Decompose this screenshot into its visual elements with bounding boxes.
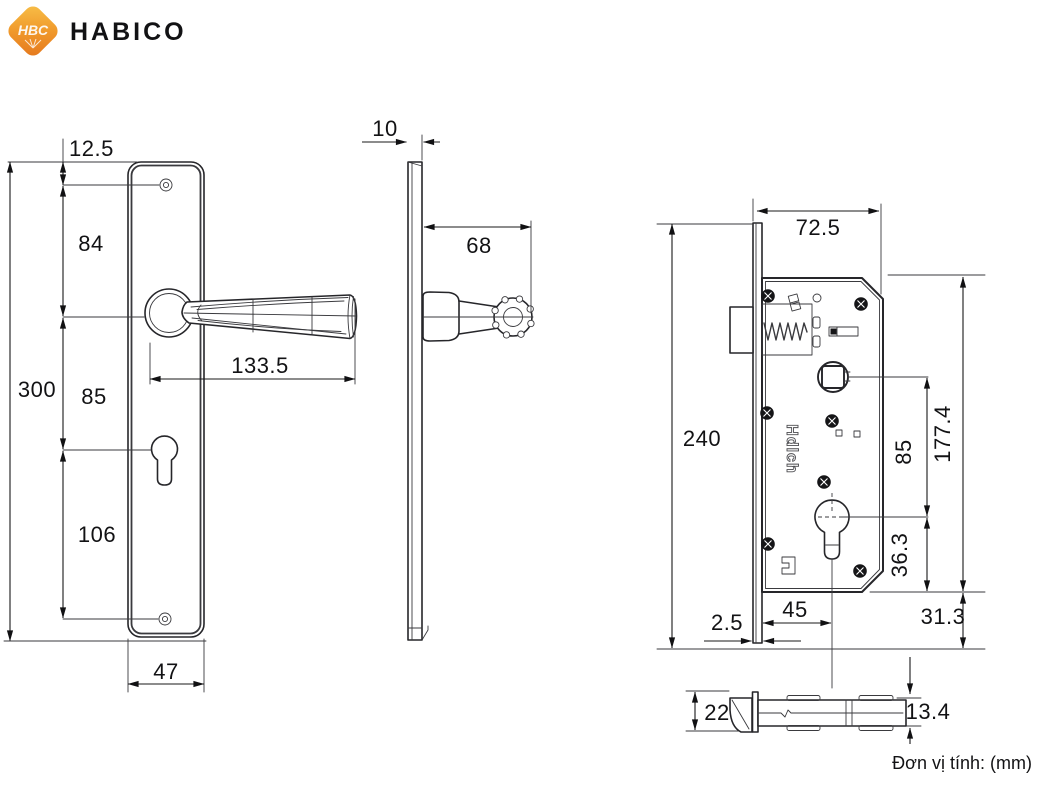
screw-icon: [854, 297, 868, 311]
case-screws: [760, 289, 868, 578]
logo-rays: [24, 38, 42, 49]
side-view: 10 68: [362, 116, 535, 641]
logo-monogram: HBC: [18, 22, 49, 38]
front-view: 12.5 84 300 85 106 133.5 47: [3, 136, 358, 693]
latch-detail-view: 22: [685, 690, 907, 733]
lock-brand-mark: Hdlch: [783, 424, 800, 473]
latch-flange: [751, 691, 759, 733]
case-internal-parts: [781, 293, 861, 575]
screw-icon: [817, 475, 831, 489]
dim-plate-height: 300: [18, 377, 56, 402]
dim-plate-width: 47: [153, 659, 178, 684]
handle-lever-front: [144, 288, 358, 340]
dim-follower-to-cylinder: 85: [891, 439, 916, 464]
brand-logo-icon: HBC: [8, 6, 58, 56]
side-view-dimensions: 10 68: [362, 116, 532, 314]
plate-inner-edge: [130, 164, 202, 635]
knob-knurl: [491, 295, 535, 339]
screw-icon: [760, 406, 774, 420]
screw-icon: [761, 537, 775, 551]
lock-case-outline: [761, 277, 884, 593]
dim-body-height: 177.4: [930, 405, 955, 463]
brand-name: HABICO: [70, 18, 187, 46]
handle-knob-side: [422, 291, 535, 342]
latch-housing: [761, 303, 813, 356]
lock-view: Hdlch 240 72.5 85: [656, 198, 986, 744]
dim-top-offset: 12.5: [69, 136, 114, 161]
plate-side-outline: [407, 161, 423, 641]
cylinder-hole: [814, 493, 850, 689]
dim-bottom-offset: 31.3: [921, 604, 966, 629]
screw-icon: [853, 564, 867, 578]
front-view-dimensions: 12.5 84 300 85 106 133.5 47: [3, 136, 356, 693]
dim-screw-to-handle: 84: [78, 231, 103, 256]
plate-outline: [127, 161, 205, 638]
dim-bolt-height: 13.4: [906, 699, 951, 724]
screw-icon: [761, 289, 775, 303]
dim-faceplate-thickness: 2.5: [711, 610, 743, 635]
dim-cylinder-to-bottom: 36.3: [887, 533, 912, 578]
keyhole-cutout: [150, 435, 179, 486]
screw-hole-top: [159, 178, 173, 192]
dim-backset: 45: [782, 597, 807, 622]
dim-faceplate-height: 240: [683, 426, 721, 451]
screw-hole-bottom: [158, 612, 172, 626]
dim-plate-thickness: 10: [372, 116, 397, 141]
latch-spring: [763, 322, 808, 341]
faceplate: [752, 222, 763, 644]
unit-note: Đơn vị tính: (mm): [892, 753, 1032, 773]
screw-icon: [825, 414, 839, 428]
spindle-follower: [817, 361, 851, 393]
dim-handle-projection: 68: [466, 233, 491, 258]
dim-handle-length: 133.5: [231, 353, 289, 378]
dim-keyhole-to-screw: 106: [78, 522, 116, 547]
latch-bolt-front: [729, 306, 754, 354]
lock-view-dimensions: 240 72.5 85 36.3 177.4 45 2.5 31.3: [656, 198, 986, 744]
dim-head-height: 22: [704, 700, 729, 725]
dim-handle-to-keyhole: 85: [81, 384, 106, 409]
dim-body-width: 72.5: [796, 215, 841, 240]
